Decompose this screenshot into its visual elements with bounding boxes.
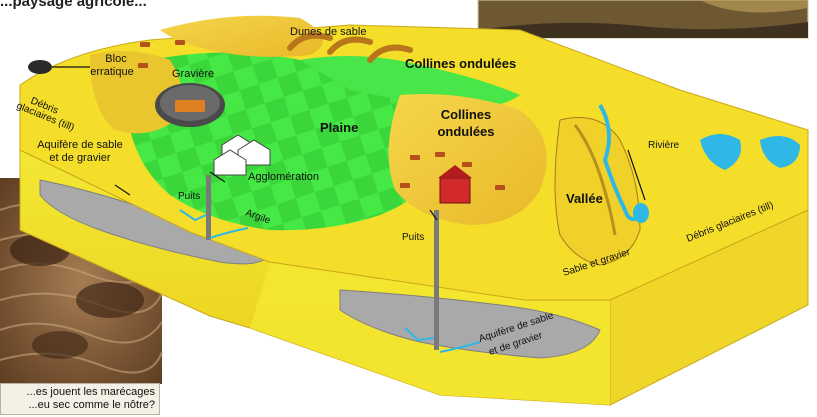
photo-top-right	[477, 0, 809, 39]
well-left	[206, 175, 211, 240]
hills-top	[160, 15, 323, 57]
town-houses	[213, 134, 271, 176]
label-collines-top: Collines ondulées	[405, 56, 516, 71]
label-riviere: Rivière	[648, 140, 680, 151]
wells	[179, 175, 481, 353]
label-graviere: Gravière	[172, 68, 214, 80]
label-collines-mid-1: Collines	[441, 107, 492, 122]
river-pool	[633, 203, 649, 223]
label-puits-left: Puits	[178, 191, 200, 202]
barn	[438, 165, 472, 204]
well-center	[434, 210, 439, 350]
aquifer-bottom	[339, 289, 601, 359]
wetland-2	[760, 136, 800, 168]
label-dunes: Dunes de sable	[290, 26, 366, 38]
label-bloc-2: erratique	[90, 66, 133, 78]
page-title-fragment: ...paysage agricole...	[0, 0, 147, 10]
cattle	[138, 40, 505, 190]
label-vallee: Vallée	[566, 191, 603, 206]
label-collines-mid-2: ondulées	[437, 124, 494, 139]
wetland-1	[700, 134, 741, 170]
leader-lines	[52, 66, 646, 221]
valley	[554, 117, 641, 266]
label-puits-center: Puits	[402, 232, 424, 243]
river	[598, 103, 642, 221]
label-bloc-1: Bloc	[105, 53, 127, 65]
label-agglomeration: Agglomération	[248, 171, 319, 183]
photo-caption: ...es jouent les marécages ...eu sec com…	[0, 383, 160, 415]
erratic-block	[28, 60, 52, 74]
top-surface	[19, 15, 809, 301]
caption-line-1: ...es jouent les marécages	[26, 386, 155, 398]
label-plaine: Plaine	[320, 120, 358, 135]
label-aquifere-left-1: Aquifère de sable	[37, 139, 123, 151]
caption-line-2: ...eu sec comme le nôtre?	[28, 399, 155, 411]
label-aquifere-left-2: et de gravier	[49, 152, 110, 164]
hills-mid	[388, 94, 547, 225]
